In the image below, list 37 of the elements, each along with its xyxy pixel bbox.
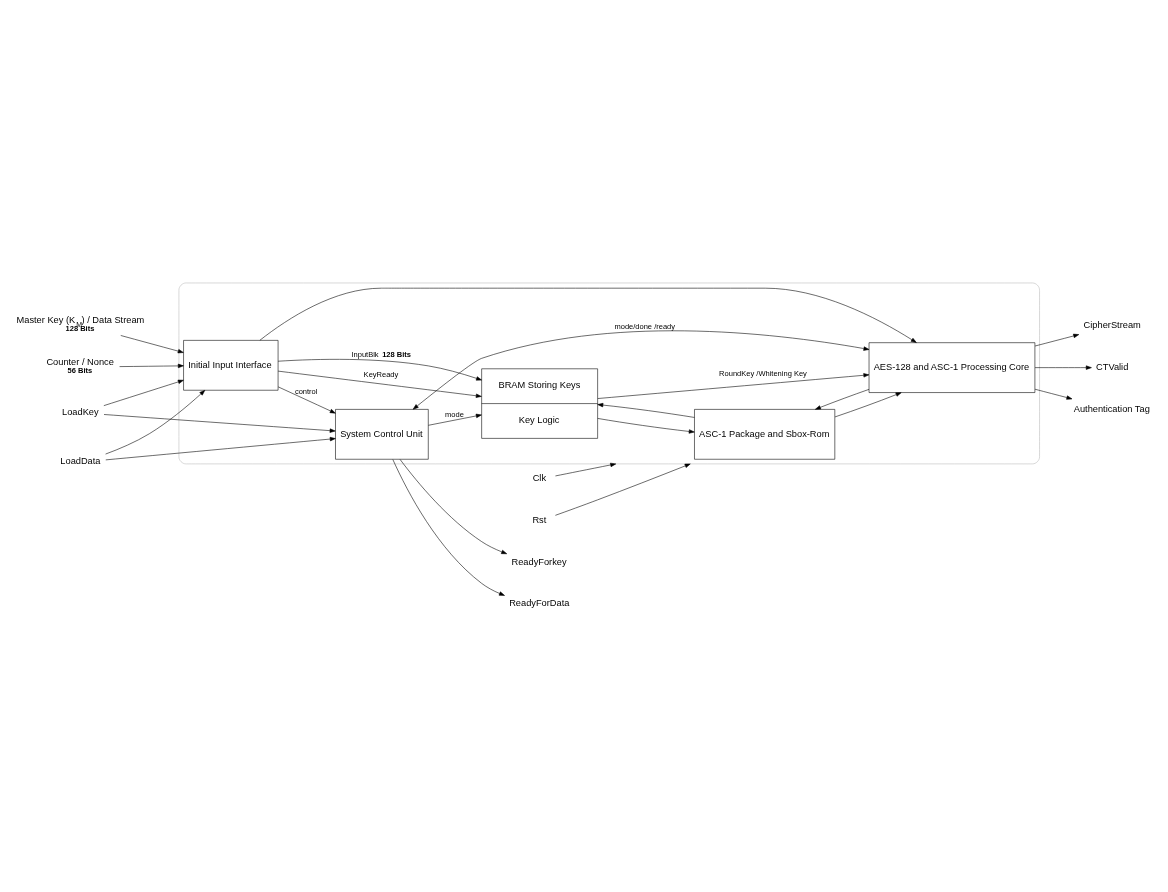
arrow	[103, 379, 184, 406]
arrow	[120, 334, 184, 353]
arrow	[105, 389, 206, 454]
node-box: ASC-1 Package and Sbox-Rom	[694, 408, 836, 460]
arrow	[555, 463, 691, 516]
node-text: Authentication Tag	[1073, 403, 1150, 414]
arrow	[392, 458, 505, 596]
arrow	[277, 386, 336, 413]
arrow	[105, 436, 336, 460]
node-text: ReadyForData	[509, 597, 570, 608]
arrow	[412, 330, 870, 410]
arrow	[428, 413, 482, 426]
node-text: ReadyForkey	[511, 556, 567, 567]
node-text: LoadData	[60, 455, 101, 466]
arrow	[834, 391, 902, 417]
arrow	[1034, 333, 1080, 346]
node-text: Clk	[532, 472, 547, 483]
arrow	[103, 413, 336, 433]
arrow	[399, 458, 508, 554]
arrow	[597, 402, 695, 418]
node-box: Initial Input Interface	[183, 339, 279, 391]
node-text: LoadKey	[62, 406, 99, 417]
node-text: CipherStream	[1083, 319, 1141, 330]
node-box: AES-128 and ASC-1 Processing Core	[868, 341, 1036, 393]
arrow	[1034, 365, 1092, 370]
arrow	[277, 358, 482, 380]
node-box: System Control Unit	[335, 408, 429, 460]
arrow	[555, 462, 617, 476]
arrow	[597, 417, 695, 434]
node-text: CTValid	[1096, 361, 1129, 372]
arrow	[259, 287, 917, 343]
node-text: Rst	[532, 514, 547, 525]
arrow	[119, 363, 184, 368]
arrow	[815, 388, 870, 410]
arrow	[277, 370, 482, 398]
arrow	[597, 372, 870, 399]
arrow	[1034, 388, 1073, 400]
